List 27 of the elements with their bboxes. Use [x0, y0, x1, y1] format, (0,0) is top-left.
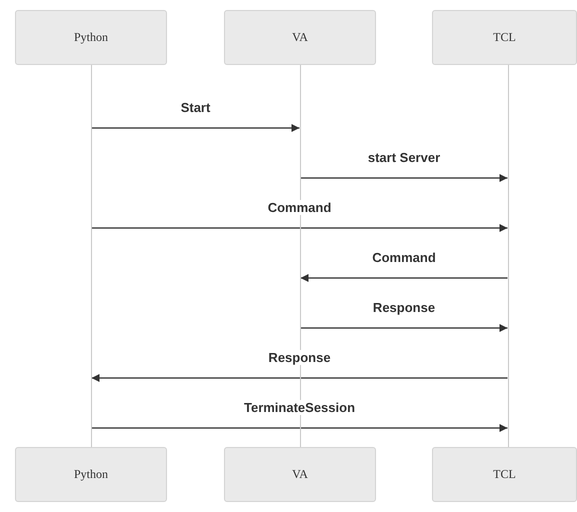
participant-name: Python	[74, 467, 108, 482]
participant-name: TCL	[493, 30, 516, 45]
participant-name: VA	[292, 30, 308, 45]
message-arrow	[92, 424, 508, 432]
participant-name: TCL	[493, 467, 516, 482]
message-label: Response	[370, 300, 438, 315]
participant-box	[224, 10, 376, 65]
message-label: Start	[178, 100, 212, 115]
message-arrow	[300, 324, 508, 332]
participant-name: Python	[74, 30, 108, 45]
participant-box	[15, 447, 167, 502]
message-label: Response	[266, 350, 333, 365]
participant-box	[224, 447, 376, 502]
participant-box	[432, 447, 577, 502]
message-label: start Server	[366, 150, 442, 165]
message-arrow	[92, 374, 508, 382]
lifeline	[90, 65, 92, 447]
participant-name: VA	[292, 467, 308, 482]
message-label: TerminateSession	[242, 400, 358, 415]
message-arrow	[300, 174, 508, 182]
message-arrow	[92, 124, 300, 132]
message-arrow	[300, 274, 508, 282]
message-label: Command	[370, 250, 438, 265]
message-label: Command	[266, 200, 334, 215]
participant-box	[15, 10, 167, 65]
participant-box	[432, 10, 577, 65]
message-arrow	[92, 224, 508, 232]
